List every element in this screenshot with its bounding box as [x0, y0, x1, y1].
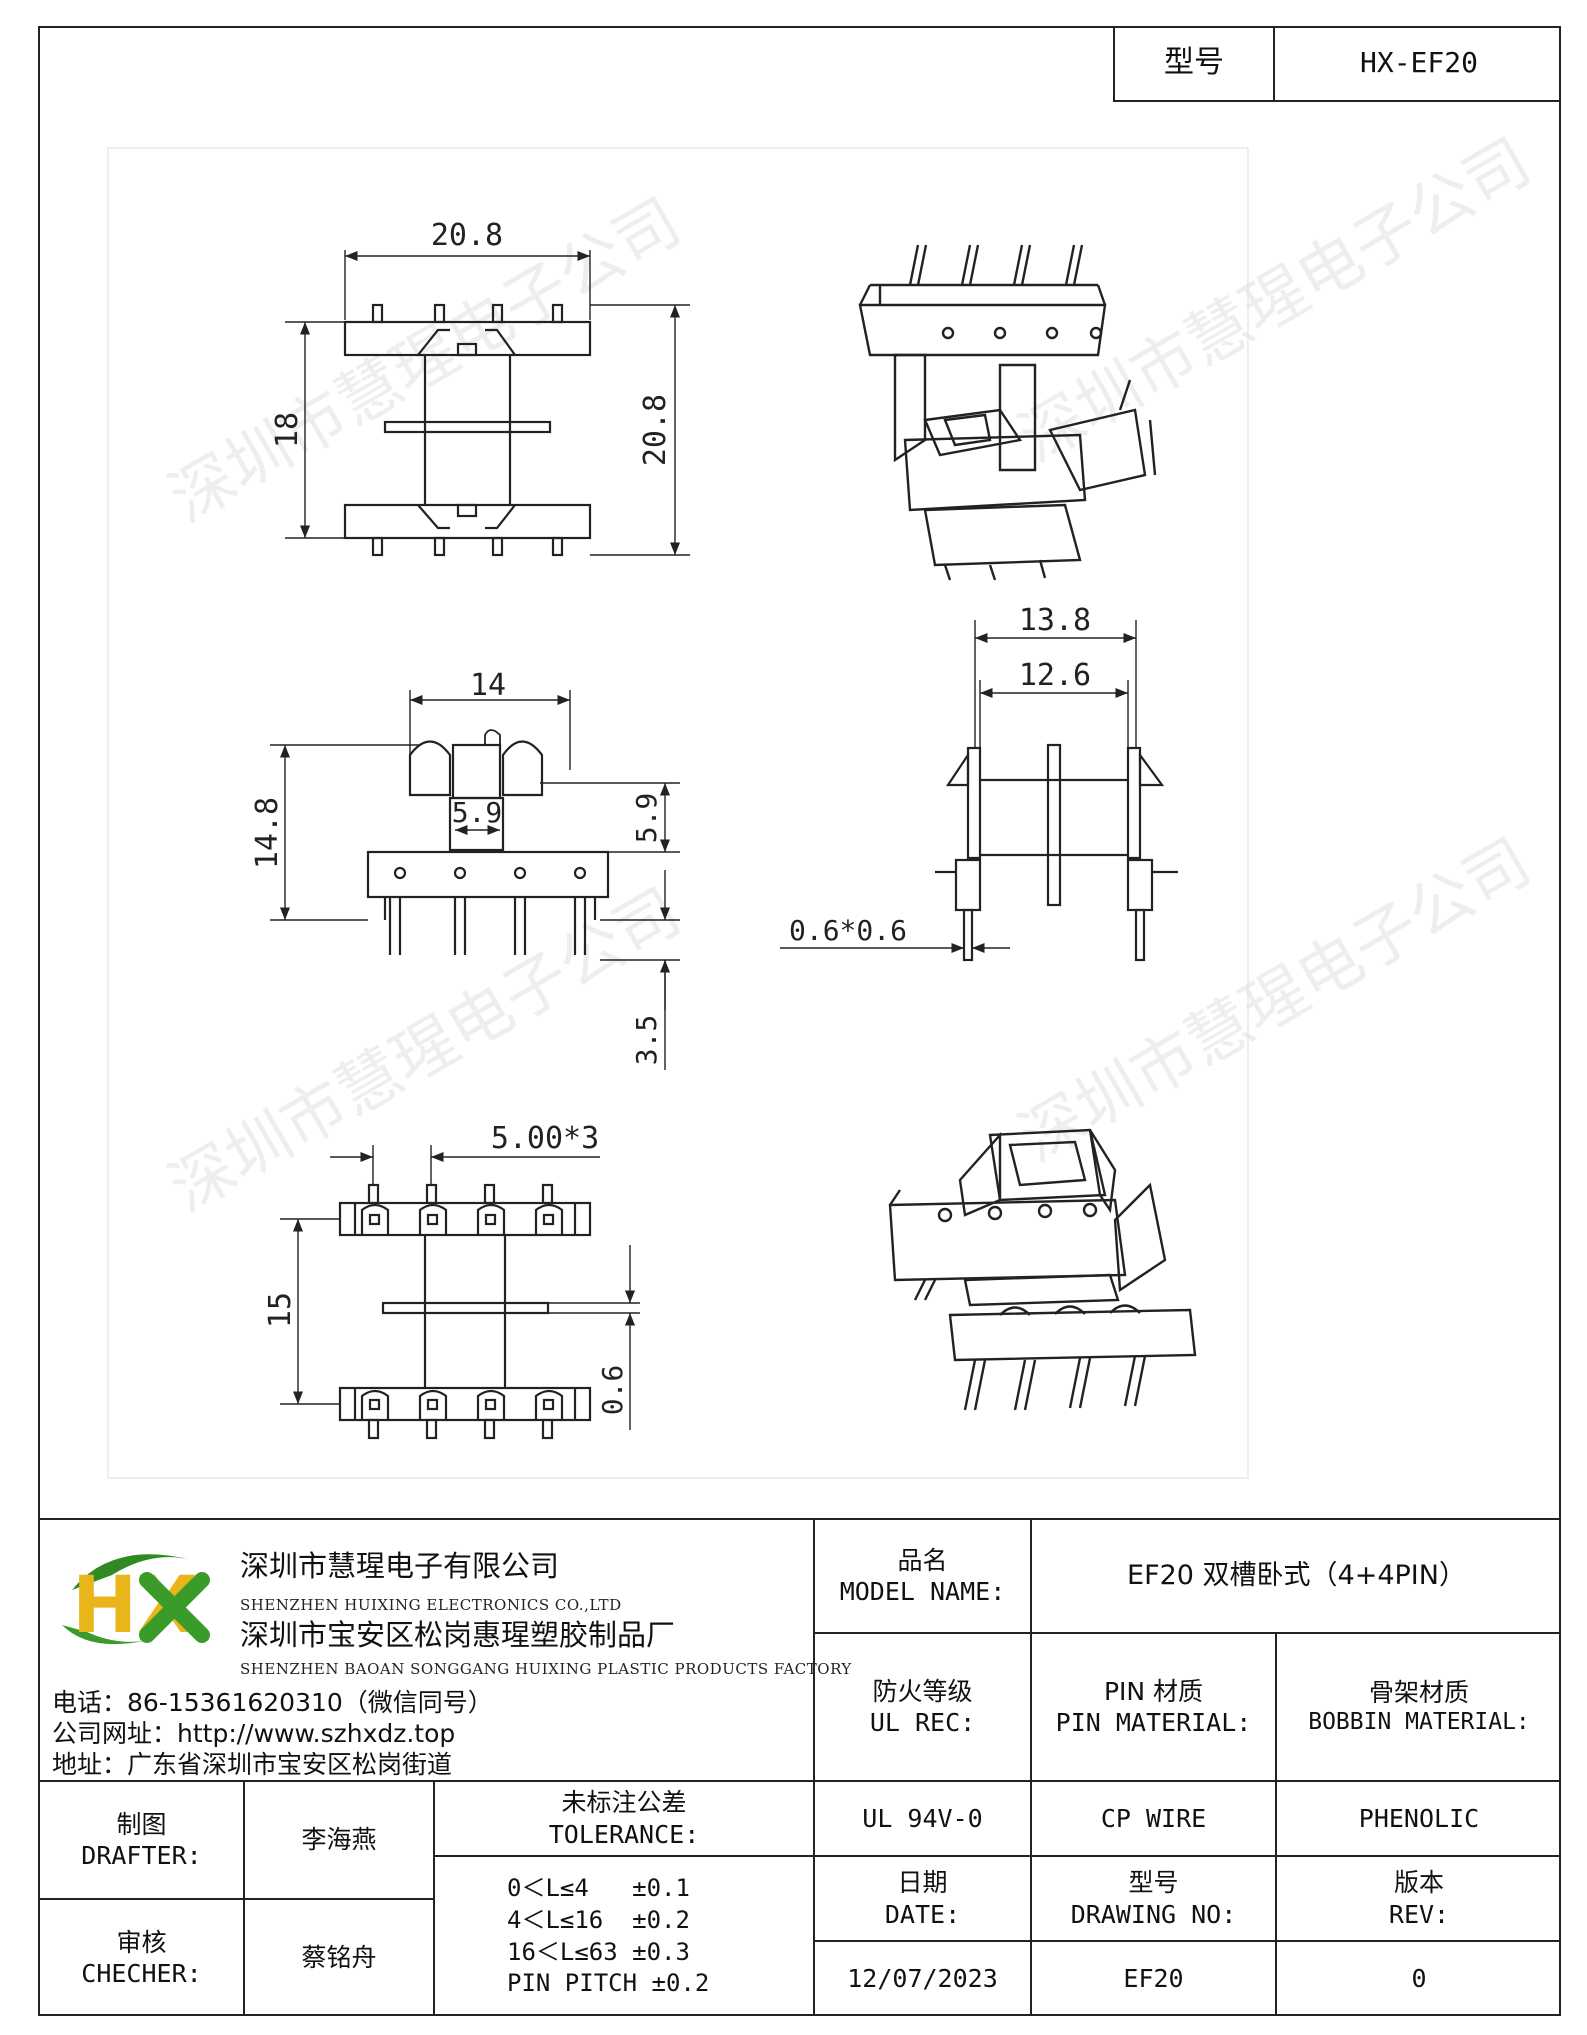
company-name-en: SHENZHEN HUIXING ELECTRONICS CO.,LTD	[240, 1596, 622, 1614]
factory-name-cn: 深圳市宝安区松岗惠瑆塑胶制品厂	[240, 1618, 676, 1652]
ul-value: UL 94V-0	[862, 1803, 983, 1833]
pin-material-value: CP WIRE	[1100, 1803, 1207, 1833]
company-name-cn: 深圳市慧瑆电子有限公司	[240, 1549, 560, 1583]
dim-slot-width: 5.9	[452, 796, 503, 829]
model-value: HX-EF20	[1359, 46, 1478, 79]
divider	[1275, 1632, 1277, 2016]
bobbin-material-value: PHENOLIC	[1358, 1803, 1480, 1833]
ul-label: 防火等级 UL REC:	[869, 1676, 976, 1737]
dim-side-outer: 13.8	[1019, 603, 1091, 638]
technical-drawing: 20.8 18 20.8	[107, 147, 1249, 1479]
company-website[interactable]: 公司网址：http://www.szhxdz.top	[52, 1719, 456, 1748]
dim-top-right-height: 20.8	[638, 394, 673, 466]
divider	[433, 1855, 813, 1857]
dim-top-left-height: 18	[270, 412, 305, 448]
dim-flange: 0.6	[596, 1365, 629, 1416]
company-phone: 电话：86-15361620310（微信同号）	[52, 1688, 493, 1717]
divider	[38, 1518, 1561, 1520]
tolerance-row: 0＜L≤4 ±0.1	[507, 1874, 690, 1903]
iso-view-bottom	[888, 1128, 1197, 1411]
front-view	[270, 690, 680, 1070]
tolerance-label: 未标注公差 TOLERANCE:	[548, 1788, 700, 1849]
dim-pin-size: 0.6*0.6	[789, 914, 907, 947]
dim-side-inner: 12.6	[1019, 658, 1091, 693]
tolerance-row: 4＜L≤16 ±0.2	[507, 1905, 690, 1934]
divider	[813, 1632, 1561, 1634]
dim-top-width: 20.8	[431, 218, 503, 253]
dim-front-width: 14	[470, 668, 506, 703]
dim-bottom-height: 15	[263, 1292, 298, 1328]
pin-material-label: PIN 材质 PIN MATERIAL:	[1055, 1676, 1252, 1737]
model-label: 型号	[1115, 26, 1275, 100]
drafter-label: 制图 DRAFTER:	[81, 1809, 202, 1870]
rev-value: 0	[1411, 1964, 1427, 1994]
divider	[813, 1940, 1561, 1942]
date-label: 日期 DATE:	[884, 1868, 961, 1929]
model-name-value: EF20 双槽卧式（4+4PIN）	[1127, 1560, 1466, 1592]
bottom-view	[280, 1145, 640, 1440]
drawing-frame	[38, 26, 1561, 2016]
model-header: 型号 HX-EF20	[1113, 26, 1561, 102]
dim-slot-height: 5.9	[630, 793, 663, 844]
company-logo: HX	[62, 1554, 210, 1651]
checker-name: 蔡铭舟	[301, 1943, 377, 1973]
dim-front-height: 14.8	[250, 797, 285, 869]
divider	[1030, 1518, 1032, 2016]
top-view	[285, 250, 690, 557]
tolerance-list: 0＜L≤4 ±0.1 4＜L≤16 ±0.2 16＜L≤63 ±0.3 PIN …	[435, 1857, 813, 2016]
drafter-name: 李海燕	[301, 1825, 377, 1855]
tolerance-row: PIN PITCH ±0.2	[507, 1969, 710, 1998]
divider	[38, 1898, 435, 1900]
company-address: 地址：广东省深圳市宝安区松岗街道	[52, 1750, 453, 1779]
side-view	[780, 620, 1178, 962]
date-value: 12/07/2023	[847, 1964, 998, 1994]
iso-view-top	[858, 244, 1157, 581]
checker-label: 审核 CHECHER:	[81, 1927, 202, 1988]
rev-label: 版本 REV:	[1388, 1868, 1450, 1929]
divider	[38, 1780, 1561, 1782]
factory-name-en: SHENZHEN BAOAN SONGGANG HUIXING PLASTIC …	[240, 1660, 852, 1678]
dim-pitch: 5.00*3	[491, 1121, 599, 1156]
bobbin-material-label: 骨架材质 BOBBIN MATERIAL:	[1308, 1678, 1530, 1736]
model-name-label: 品名 MODEL NAME:	[839, 1545, 1006, 1606]
drawing-no-label: 型号 DRAWING NO:	[1070, 1868, 1237, 1929]
tolerance-row: 16＜L≤63 ±0.3	[507, 1937, 690, 1966]
drawing-no-value: EF20	[1123, 1964, 1184, 1994]
dim-pin-length: 3.5	[630, 1015, 663, 1066]
divider	[813, 1518, 815, 2016]
divider	[813, 1855, 1561, 1857]
